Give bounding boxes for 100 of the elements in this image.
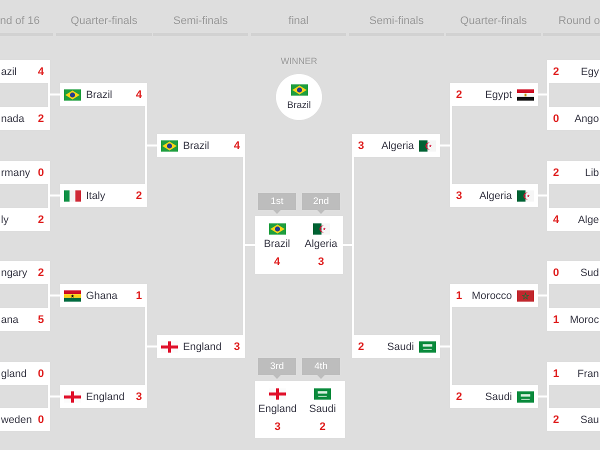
column-heading: Semi-finals (173, 15, 228, 28)
team-row (547, 161, 600, 184)
team-name: England (258, 403, 297, 415)
team-name: Algeria (381, 140, 414, 152)
score: 0 (38, 414, 44, 426)
score: 4 (234, 140, 240, 152)
team-name: Saudi (387, 340, 414, 352)
result-card (255, 381, 345, 438)
team-name: Algeria (304, 238, 338, 250)
team-row (60, 284, 147, 307)
team-name: Saudi (309, 403, 336, 415)
team-row (0, 408, 50, 431)
team-name: Italy (86, 190, 106, 202)
team-name: weden (1, 414, 32, 426)
team-row (450, 184, 538, 207)
place-tab: 1st (258, 193, 296, 214)
column-heading: nd of 16 (0, 15, 40, 28)
team-name: rmany (1, 166, 30, 178)
team-name: Alge (578, 214, 599, 226)
score: 2 (38, 214, 44, 226)
score: 2 (136, 190, 142, 202)
team-name: Moroc (570, 314, 599, 326)
team-row (157, 134, 245, 157)
team-name: gland (1, 368, 27, 380)
column-heading: Quarter-finals (70, 15, 138, 28)
team-name: ngary (1, 266, 28, 278)
column-heading: Quarter-finals (460, 15, 527, 28)
score: 2 (319, 421, 326, 433)
score: 3 (234, 340, 240, 352)
team-name: Ghana (86, 290, 118, 302)
score: 2 (456, 390, 462, 402)
place-tab: 2nd (302, 193, 340, 214)
score: 2 (38, 112, 44, 124)
column-heading: Semi-finals (369, 15, 424, 28)
score: 2 (456, 88, 462, 100)
team-name: Sau (580, 414, 599, 426)
column-heading: final (288, 15, 309, 28)
team-name: Fran (577, 368, 599, 380)
team-row (0, 362, 50, 385)
team-row (547, 308, 600, 331)
team-name: Brazil (287, 100, 311, 112)
score: 0 (553, 266, 560, 278)
score: 2 (358, 340, 364, 352)
team-row (547, 261, 600, 284)
team-name: ana (1, 314, 19, 326)
score: 3 (274, 421, 281, 433)
team-row (157, 335, 245, 358)
team-row (0, 308, 50, 331)
place-tab: 4th (302, 358, 340, 379)
score: 1 (553, 314, 560, 326)
team-name: Ango (574, 112, 599, 124)
score: 0 (553, 112, 560, 124)
team-row (0, 261, 50, 284)
team-name: England (183, 340, 222, 352)
team-name: Lib (584, 166, 599, 178)
team-name: Sud (580, 266, 599, 278)
team-row (0, 208, 50, 231)
team-name: Brazil (183, 140, 210, 152)
team-name: Egy (580, 66, 599, 78)
team-name: azil (1, 66, 17, 78)
winner-heading: WINNER (280, 55, 318, 67)
score: 2 (38, 266, 44, 278)
team-row (0, 161, 50, 184)
team-row (450, 284, 538, 307)
score: 3 (358, 140, 364, 152)
team-row (0, 107, 50, 130)
team-row (547, 60, 600, 83)
team-row (547, 408, 600, 431)
score: 1 (456, 290, 462, 302)
team-row (0, 60, 50, 83)
score: 4 (553, 214, 560, 226)
team-name: Morocco (472, 290, 512, 302)
team-row (547, 208, 600, 231)
score: 4 (38, 66, 44, 78)
score: 2 (553, 66, 560, 78)
team-name: Brazil (264, 238, 290, 250)
score: 0 (38, 166, 44, 178)
place-tab: 3rd (258, 358, 296, 379)
score: 2 (553, 166, 560, 178)
team-name: Saudi (485, 390, 512, 402)
team-row (450, 385, 538, 408)
score: 3 (456, 190, 462, 202)
score: 3 (136, 390, 142, 402)
team-row (450, 83, 538, 106)
result-card (255, 216, 343, 274)
team-name: ly (1, 214, 9, 226)
score: 4 (136, 88, 142, 100)
team-row (352, 335, 440, 358)
team-row (60, 385, 147, 408)
score: 1 (136, 290, 142, 302)
team-row (547, 107, 600, 130)
score: 4 (274, 256, 280, 268)
team-row (60, 83, 147, 106)
score: 3 (318, 256, 324, 268)
score: 5 (38, 314, 44, 326)
team-name: Algeria (479, 190, 512, 202)
team-row (547, 362, 600, 385)
team-name: Egypt (485, 88, 512, 100)
score: 0 (38, 368, 44, 380)
team-name: England (86, 390, 125, 402)
